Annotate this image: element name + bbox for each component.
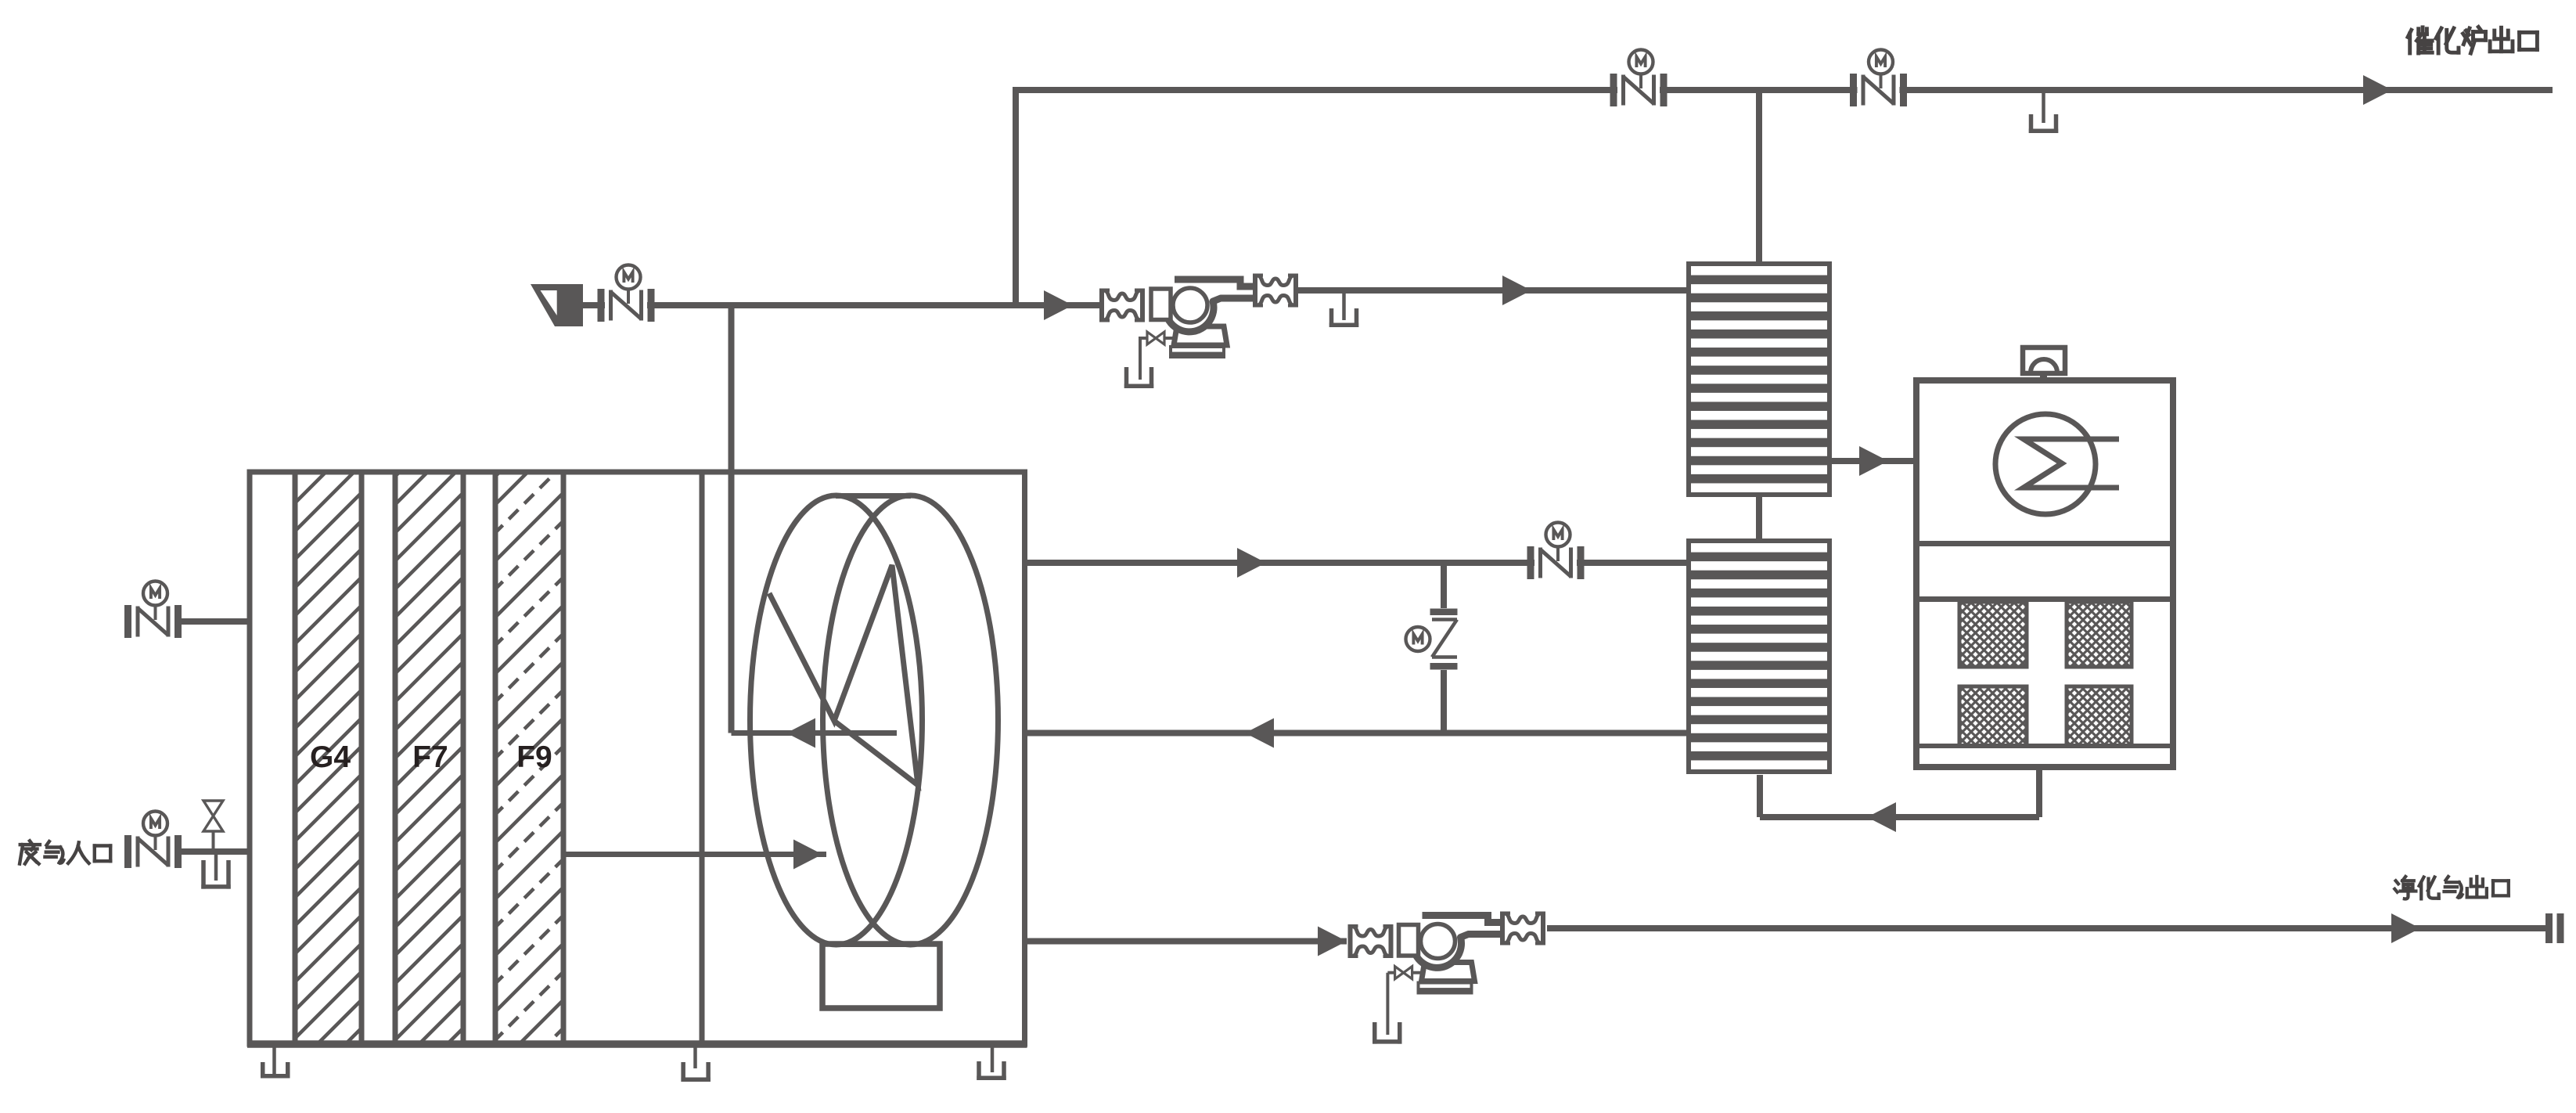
svg-text:G4: G4	[310, 740, 351, 774]
svg-text:F9: F9	[516, 740, 552, 774]
svg-text:F7: F7	[412, 740, 448, 774]
